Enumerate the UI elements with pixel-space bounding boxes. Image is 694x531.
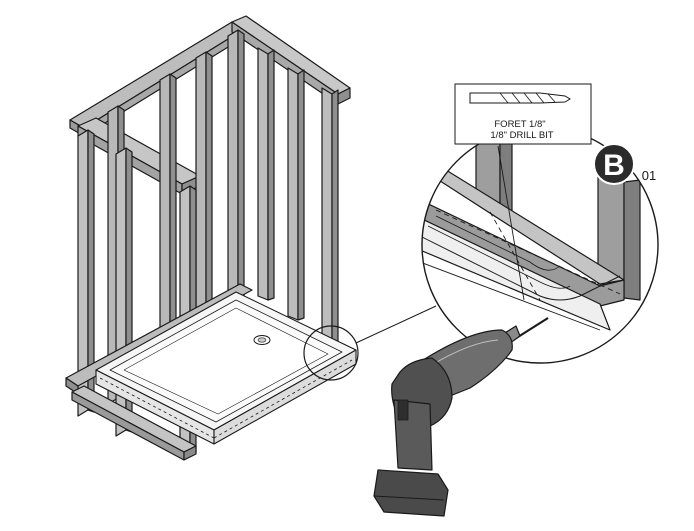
- callout-leader: [497, 145, 525, 301]
- step-badge-icon: [593, 143, 635, 185]
- step-badge: B 01: [593, 143, 656, 185]
- detail-circle-small: [303, 325, 359, 381]
- drill-icon: [373, 317, 549, 517]
- drill-bit-callout: FORET 1/8" 1/8" DRILL BIT: [454, 83, 592, 301]
- top-plate-front: [77, 117, 201, 185]
- step-number: 01: [642, 168, 656, 183]
- drill-battery: [373, 469, 449, 517]
- step-letter: B: [603, 149, 625, 182]
- right-wall-studs: [257, 47, 339, 345]
- drill-bit-icon: [469, 92, 571, 104]
- shower-tray: [95, 291, 357, 445]
- callout-connector: [355, 305, 437, 344]
- callout-text-fr: FORET 1/8": [494, 119, 545, 130]
- top-plate-back: [69, 21, 247, 129]
- detail-callout: [303, 305, 437, 381]
- callout-text-en: 1/8" DRILL BIT: [490, 130, 553, 141]
